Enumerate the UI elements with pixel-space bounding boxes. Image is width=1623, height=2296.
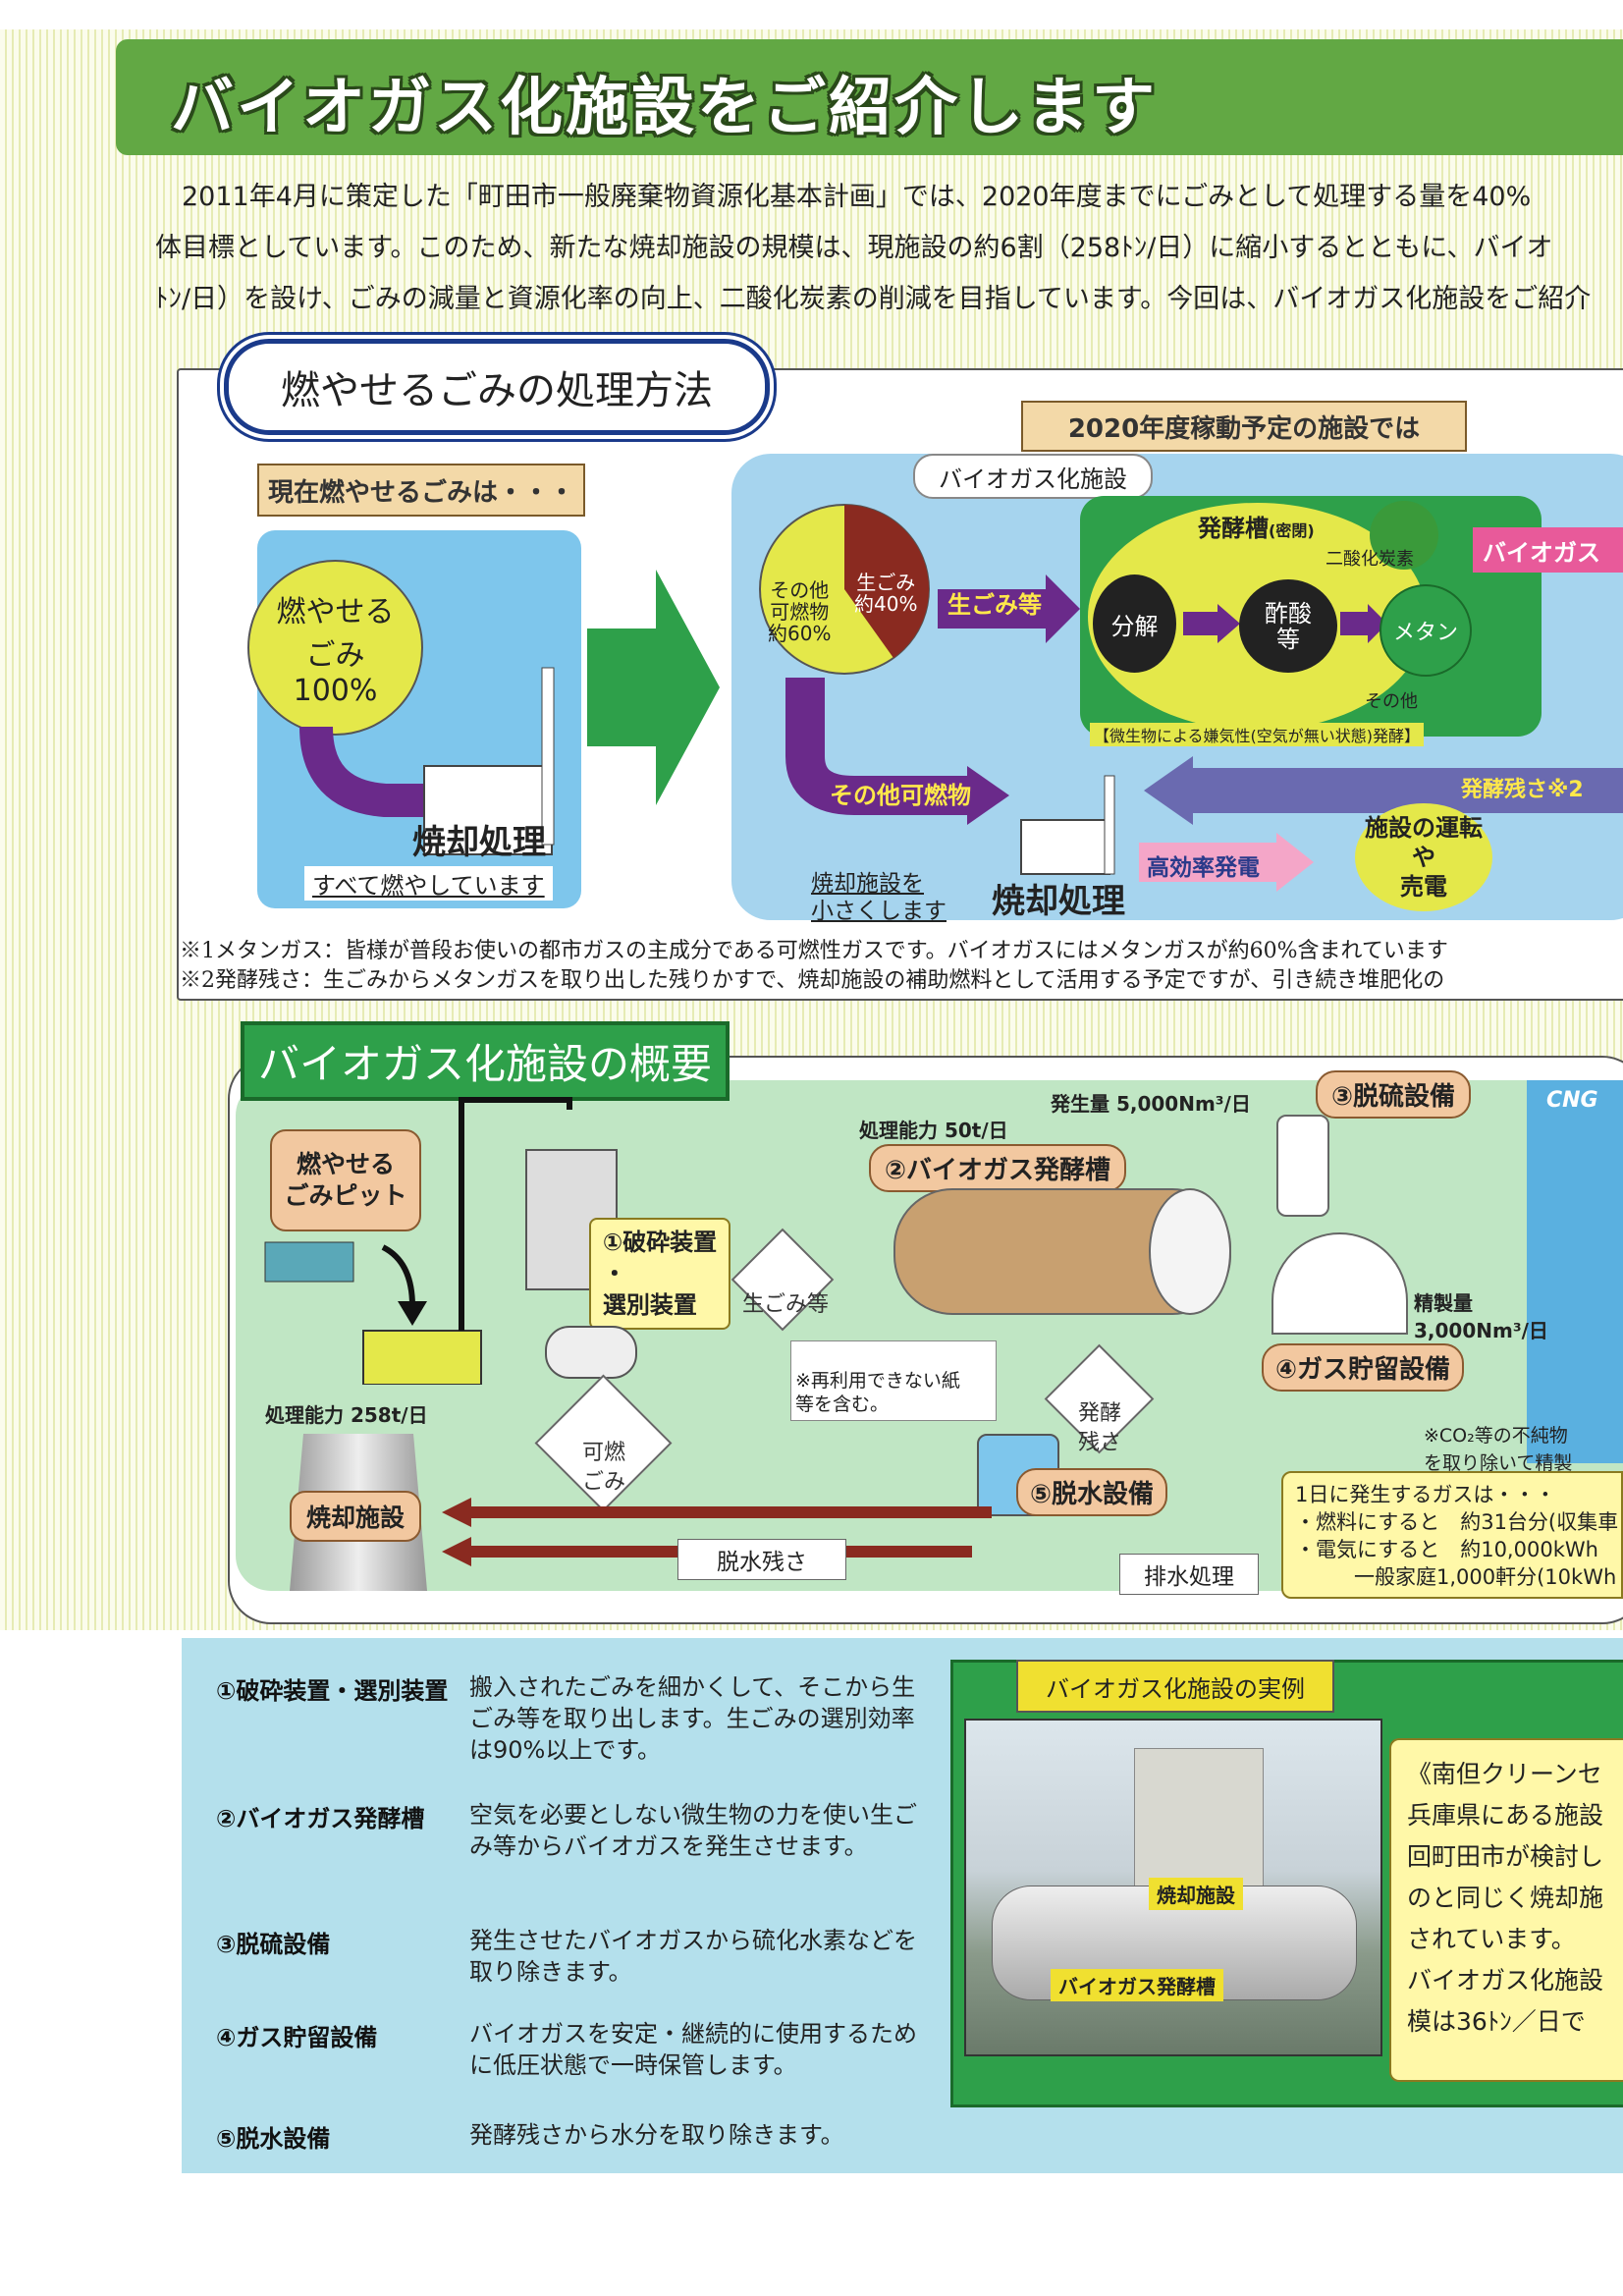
white-strip [0,0,1623,29]
residue-label: 発酵 残さ [1077,1401,1121,1455]
residue-arrow [1144,756,1623,825]
incineration-label: 焼却処理 [412,823,546,862]
side-line-6: 模は36ﾄﾝ／日で [1407,2007,1586,2036]
incineration2-label: 焼却処理 [992,882,1125,921]
drainage-label: 排水処理 [1119,1554,1259,1595]
desulf-label: ③脱硫設備 [1316,1070,1472,1119]
current-banner: 現在燃やせるごみは・・・ [257,464,585,517]
biogas-output-arrow [1473,527,1623,573]
garbage-pit: 燃やせる ごみピット [270,1129,421,1231]
pie-other-label: その他 可燃物 約60% [768,578,832,645]
others-label: その他 [1365,691,1418,712]
fermenter-label: ②バイオガス発酵槽 [869,1144,1127,1192]
crusher-label: ①破砕装置 ・ 選別装置 [589,1218,730,1330]
burnable-bag: 燃やせる ごみ 100% [247,560,423,736]
daily-gas-box: 1日に発生するガスは・・・ ・燃料にすると 約31台分(収集車 ・電気にすると … [1281,1471,1623,1599]
side-title: 《南但クリーンセ [1407,1760,1602,1788]
sorting-drum [545,1326,637,1379]
process-arrow-1 [1183,604,1240,643]
tank-label: 発酵槽(密閉) [1198,515,1315,542]
section1-heading: 燃やせるごみの処理方法 [224,339,770,435]
other-burnable-arrow [785,678,1009,825]
storage-label: ④ガス貯留設備 [1262,1343,1465,1392]
example-side-box: 《南但クリーンセ 兵庫県にある施設 回町田市が検討し のと同じく焼却施 されてい… [1389,1738,1623,2082]
side-line-4: されています。 [1407,1925,1576,1953]
decomposition-node: 分解 [1093,574,1176,673]
glossary-term-5: ⑤脱水設備 [216,2125,331,2153]
side-line-1: 兵庫県にある施設 [1407,1801,1604,1830]
glossary-desc-4: バイオガスを安定・継続的に使用するために低圧状態で一時保管します。 [469,2020,917,2079]
food-waste-arrow [938,574,1080,643]
page-title: バイオガス化施設をご紹介します [171,72,1158,144]
cng-label: CNG [1546,1088,1598,1113]
pie-food-label: 生ごみ 約40% [854,571,918,616]
co2-label: 二酸化炭素 [1325,549,1414,570]
smaller-label: 焼却施設を 小さくします [811,871,947,924]
desulf-unit [1276,1115,1329,1217]
burn-all-label: すべて燃やしています [304,866,553,901]
burnable-label: 可燃 ごみ [581,1441,625,1495]
capacity-ferm: 処理能力 50t/日 [859,1119,1008,1142]
section2-heading: バイオガス化施設の概要 [241,1021,730,1101]
capacity-incin: 処理能力 258t/日 [265,1403,428,1427]
incin-facility-label: 焼却施設 [290,1491,421,1542]
note-2: ※2発酵残さ：生ごみからメタンガスを取り出した残りかすで、焼却施設の補助燃料とし… [180,968,1445,993]
photo-label-2: バイオガス発酵槽 [1051,1969,1223,2001]
intro-line-2: 体目標としています。このため、新たな焼却施設の規模は、現施設の約6割（258ﾄﾝ… [155,233,1553,263]
paper-note: ※再利用できない紙 等を含む。 [790,1340,997,1421]
acetic-node: 酢酸 等 [1239,579,1337,673]
glossary-term-4: ④ガス貯留設備 [216,2024,378,2051]
generation-label: 発生量 5,000Nm³/日 [1051,1092,1251,1116]
waste-pie-chart [759,504,930,675]
glossary-term-3: ③脱硫設備 [216,1931,331,1958]
incinerator-flow [299,667,555,855]
title-bar: バイオガス化施設をご紹介します [116,39,1623,155]
daily-elec: ・電気にすると 約10,000kWh [1295,1538,1598,1561]
small-incinerator [1020,775,1115,875]
cng-panel [1527,1080,1623,1463]
dewater-residue-label: 脱水残さ [677,1539,846,1580]
note-1: ※1メタンガス：皆様が普段お使いの都市ガスの主成分である可燃性ガスです。バイオガ… [180,939,1448,963]
food-arrow-label: 生ごみ等 [947,591,1042,619]
anaerobic-label: 【微生物による嫌気性(空気が無い状態)発酵】 [1090,723,1425,746]
side-line-3: のと同じく焼却施 [1407,1884,1604,1912]
transition-arrow [587,570,720,805]
glossary-term-1: ①破砕装置・選別装置 [216,1677,449,1705]
process-arrow-2 [1340,604,1387,643]
side-line-5: バイオガス化施設 [1407,1966,1604,1995]
example-ribbon: バイオガス化施設の実例 [1016,1660,1334,1713]
operation-node: 施設の運転 や 売電 [1355,803,1492,911]
other-burnable-label: その他可燃物 [830,782,971,809]
pit-truck-flow [264,1097,572,1385]
residue-arrow-label: 発酵残さ※2 [1461,778,1584,802]
storage-dome [1271,1232,1408,1335]
side-line-2: 回町田市が検討し [1407,1842,1604,1871]
hi-eff-label: 高効率発電 [1147,855,1260,881]
biogas-arrow-label: バイオガス [1483,539,1600,567]
daily-home: 一般家庭1,000軒分(10kWh [1354,1565,1617,1589]
refined-label: 精製量 3,000Nm³/日 [1414,1291,1548,1342]
glossary-desc-3: 発生させたバイオガスから硫化水素などを取り除きます。 [469,1927,917,1986]
glossary-desc-1: 搬入されたごみを細かくして、そこから生ごみ等を取り出します。生ごみの選別効率は9… [469,1673,916,1764]
glossary-term-2: ②バイオガス発酵槽 [216,1805,425,1832]
biogas-facility-tag: バイオガス化施設 [913,454,1153,499]
intro-line-1: 2011年4月に策定した「町田市一般廃棄物資源化基本計画」では、2020年度まで… [182,182,1532,212]
co2-note: ※CO₂等の不純物 を取り除いて精製 [1424,1425,1573,1474]
daily-title: 1日に発生するガスは・・・ [1295,1483,1556,1506]
fermenter-cap [1149,1188,1231,1315]
section1-heading-text: 燃やせるごみの処理方法 [281,368,713,413]
daily-fuel: ・燃料にすると 約31台分(収集車 [1295,1510,1619,1534]
intro-text: 2011年4月に策定した「町田市一般廃棄物資源化基本計画」では、2020年度まで… [0,172,1623,325]
intro-line-3: ﾄﾝ/日）を設け、ごみの減量と資源化率の向上、二酸化炭素の削減を目指しています。… [155,284,1592,314]
co2-node [1370,501,1438,570]
dewater-label: ⑤脱水設備 [1016,1468,1168,1516]
photo-label-1: 焼却施設 [1149,1878,1243,1910]
food-label: 生ごみ等 [741,1292,829,1317]
methane-node: メタン [1380,584,1472,677]
glossary-desc-5: 発酵残さから水分を取り除きます。 [469,2121,844,2149]
future-banner: 2020年度稼動予定の施設では [1021,401,1467,452]
glossary-desc-2: 空気を必要としない微生物の力を使い生ごみ等からバイオガスを発生させます。 [469,1801,917,1860]
power-arrow [1139,833,1314,892]
